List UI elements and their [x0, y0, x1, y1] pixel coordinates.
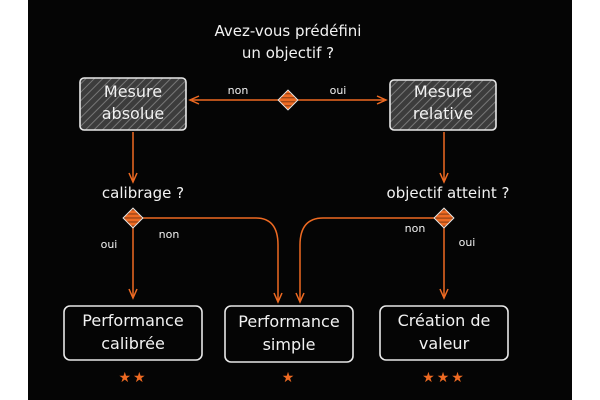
edge-arrowhead-right — [376, 95, 388, 105]
result-simple-line1: Performance — [238, 312, 340, 331]
edge-label-right-non: non — [404, 222, 426, 235]
node-relative-box — [389, 79, 497, 131]
node-relative-line1: Mesure — [413, 82, 473, 101]
result-value-box — [379, 305, 509, 361]
question-right: objectif atteint ? — [386, 184, 510, 202]
edge-left-non-head — [273, 292, 283, 304]
edge-left-non — [140, 217, 279, 300]
result-simple-line2: simple — [262, 335, 316, 354]
decision-diamond-left — [122, 207, 144, 229]
edge-label-non-top: non — [227, 84, 249, 97]
edge-left-oui-head — [128, 288, 138, 300]
node-absolute-line2: absolue — [101, 104, 165, 123]
edge-absolute-down-head — [128, 172, 138, 184]
edge-right-oui-head — [439, 288, 449, 300]
question-top-line2: un objectif ? — [241, 44, 335, 62]
stars-simple: ★ — [281, 370, 297, 386]
edge-arrowhead-left — [188, 95, 200, 105]
edge-label-left-oui: oui — [100, 238, 118, 251]
edge-relative-down-head — [439, 172, 449, 184]
result-simple-box — [224, 305, 354, 363]
node-absolute-box — [79, 77, 187, 131]
node-relative-line2: relative — [412, 104, 474, 123]
result-value-line2: valeur — [418, 334, 470, 353]
question-left: calibrage ? — [101, 184, 185, 202]
node-absolute-line1: Mesure — [103, 82, 163, 101]
edge-right-non — [299, 217, 437, 300]
stars-calibrated: ★★ — [118, 370, 148, 386]
decision-diamond-top — [277, 89, 299, 111]
stars-value: ★★★ — [422, 370, 466, 386]
connectors-layer — [63, 77, 509, 363]
edge-label-left-non: non — [158, 228, 180, 241]
edge-label-right-oui: oui — [458, 236, 476, 249]
result-calibrated-line2: calibrée — [101, 334, 165, 353]
diagram-canvas: Avez-vous prédéfini un objectif ? Mesure… — [28, 0, 572, 400]
question-top-line1: Avez-vous prédéfini — [214, 22, 362, 40]
result-calibrated-box — [63, 305, 203, 361]
edge-label-oui-top: oui — [329, 84, 347, 97]
result-calibrated-line1: Performance — [82, 311, 184, 330]
edge-right-non-head — [295, 292, 305, 304]
result-value-line1: Création de — [397, 311, 491, 330]
decision-diamond-right — [433, 207, 455, 229]
